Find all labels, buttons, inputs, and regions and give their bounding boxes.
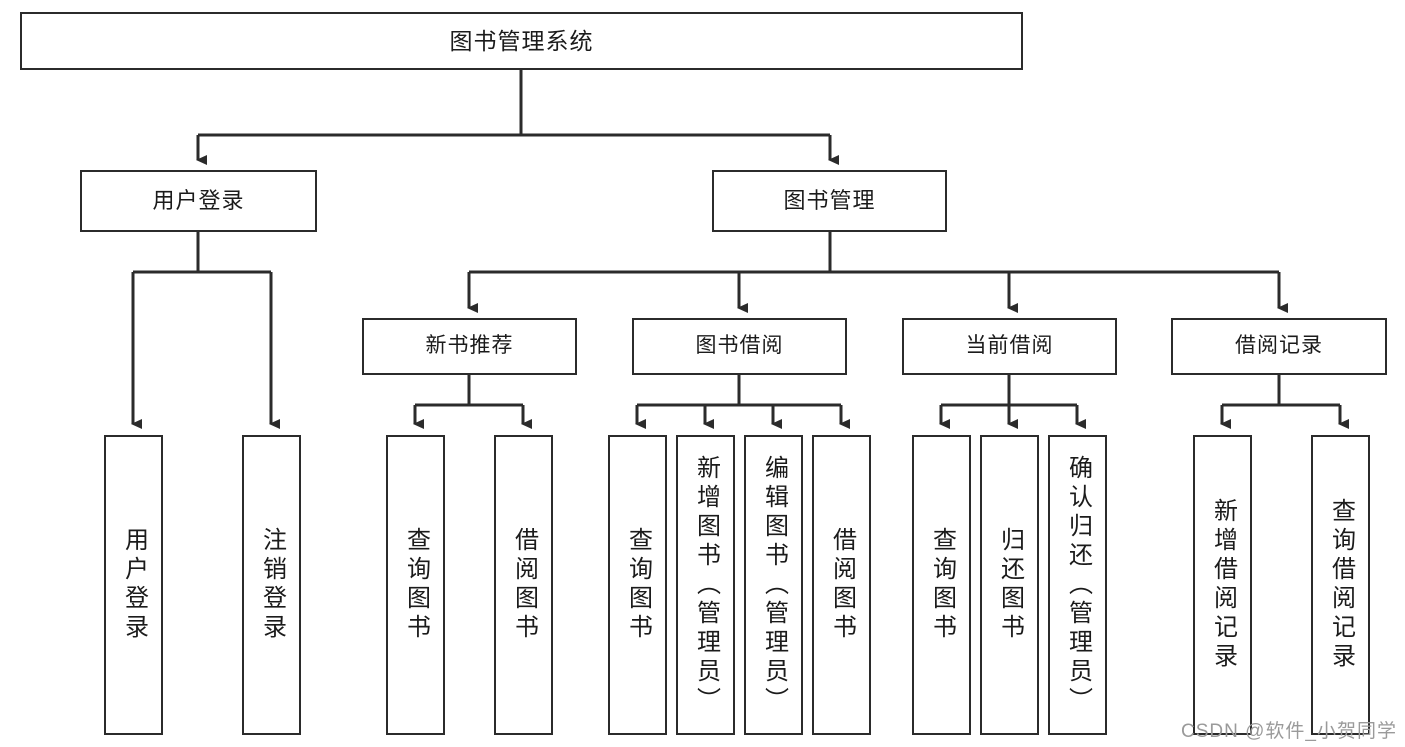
node-label: 查询借阅记录	[1327, 498, 1355, 672]
leaf-logout[interactable]: 注销登录	[242, 435, 301, 735]
node-label: 借阅记录	[1235, 334, 1323, 358]
node-label: 查询图书	[402, 527, 430, 643]
leaf-user-login[interactable]: 用户登录	[104, 435, 163, 735]
node-label: 借阅图书	[510, 527, 538, 643]
node-label: 新增图书（管理员）	[692, 454, 720, 716]
node-label: 当前借阅	[965, 334, 1054, 358]
node-book-borrow[interactable]: 图书借阅	[632, 318, 847, 375]
node-label: 查询图书	[928, 527, 956, 643]
node-label: 图书管理系统	[449, 27, 594, 54]
leaf-add-borrow-record[interactable]: 新增借阅记录	[1193, 435, 1252, 735]
node-book-management[interactable]: 图书管理	[712, 170, 947, 232]
leaf-edit-book-admin[interactable]: 编辑图书（管理员）	[744, 435, 803, 735]
leaf-return-book[interactable]: 归还图书	[980, 435, 1039, 735]
leaf-confirm-return-admin[interactable]: 确认归还（管理员）	[1048, 435, 1107, 735]
node-label: 查询图书	[624, 527, 652, 643]
node-label: 图书借阅	[695, 334, 784, 358]
watermark: CSDN @软件_小贺同学	[1181, 721, 1397, 742]
node-current-borrow[interactable]: 当前借阅	[902, 318, 1117, 375]
node-label: 用户登录	[120, 527, 148, 643]
leaf-query-book-recommend[interactable]: 查询图书	[386, 435, 445, 735]
node-label: 新增借阅记录	[1209, 498, 1237, 672]
node-user-login[interactable]: 用户登录	[80, 170, 317, 232]
leaf-borrow-book-recommend[interactable]: 借阅图书	[494, 435, 553, 735]
node-label: 借阅图书	[828, 527, 856, 643]
leaf-add-book-admin[interactable]: 新增图书（管理员）	[676, 435, 735, 735]
node-new-book-recommend[interactable]: 新书推荐	[362, 318, 577, 375]
node-borrow-record[interactable]: 借阅记录	[1171, 318, 1387, 375]
node-label: 归还图书	[996, 527, 1024, 643]
node-label: 新书推荐	[425, 334, 514, 358]
node-label: 用户登录	[152, 188, 245, 214]
leaf-borrow-book[interactable]: 借阅图书	[812, 435, 871, 735]
node-label: 图书管理	[783, 188, 876, 214]
node-label: 注销登录	[258, 527, 286, 643]
node-root-system[interactable]: 图书管理系统	[20, 12, 1023, 70]
leaf-query-book-borrow[interactable]: 查询图书	[608, 435, 667, 735]
node-label: 确认归还（管理员）	[1064, 454, 1092, 716]
node-label: 编辑图书（管理员）	[760, 454, 788, 716]
leaf-query-book-current[interactable]: 查询图书	[912, 435, 971, 735]
leaf-query-borrow-record[interactable]: 查询借阅记录	[1311, 435, 1370, 735]
